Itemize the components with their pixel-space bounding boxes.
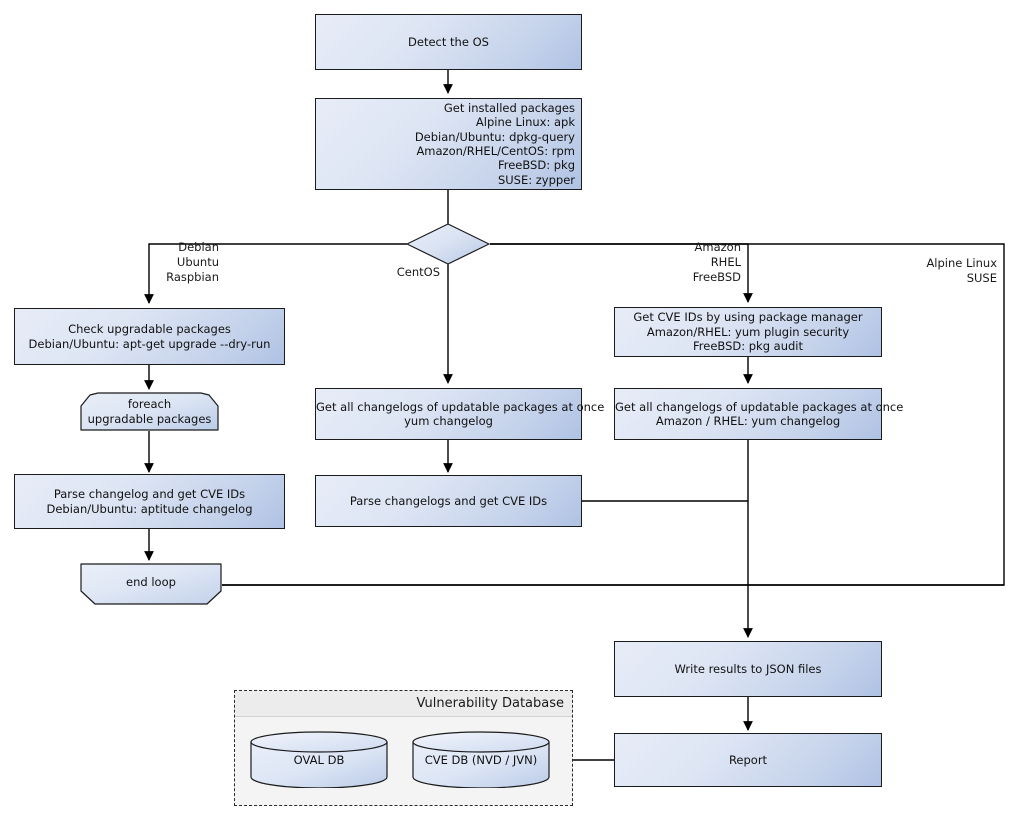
node-os-decision[interactable] <box>405 223 491 265</box>
node-parse-changelog-debian[interactable]: Parse changelog and get CVE IDs Debian/U… <box>14 474 285 529</box>
line: Alpine Linux: apk <box>475 115 575 130</box>
node-check-upgradable-packages[interactable]: Check upgradable packages Debian/Ubuntu:… <box>14 308 285 365</box>
line: Raspbian <box>166 270 219 284</box>
branch-label-debian: Debian Ubuntu Raspbian <box>59 240 219 285</box>
node-parse-changelogs-centos[interactable]: Parse changelogs and get CVE IDs <box>315 475 582 527</box>
db-cylinder-oval[interactable]: OVAL DB <box>250 731 388 788</box>
node-report-label: Report <box>728 752 768 767</box>
line: upgradable packages <box>87 411 212 426</box>
node-check-upgradable-packages-label: Check upgradable packages Debian/Ubuntu:… <box>15 322 284 351</box>
node-get-changelogs-centos-label: Get all changelogs of updatable packages… <box>316 399 605 429</box>
line: Get all changelogs of updatable packages… <box>316 399 605 414</box>
node-get-cve-ids-package-manager[interactable]: Get CVE IDs by using package manager Ama… <box>614 307 882 357</box>
line: Amazon / RHEL: yum changelog <box>655 414 841 428</box>
branch-label-amazon: Amazon RHEL FreeBSD <box>600 240 741 285</box>
line: Parse changelog and get CVE IDs <box>53 487 246 502</box>
line: foreach <box>127 397 172 412</box>
node-detect-os[interactable]: Detect the OS <box>315 14 582 70</box>
db-cylinder-cve[interactable]: CVE DB (NVD / JVN) <box>412 731 550 788</box>
line: Get CVE IDs by using package manager <box>633 310 863 325</box>
line: Amazon/RHEL: yum plugin security <box>646 324 850 339</box>
node-get-cve-ids-package-manager-label: Get CVE IDs by using package manager Ama… <box>615 310 881 353</box>
line: RHEL <box>710 255 741 269</box>
node-foreach-loop-start[interactable]: foreach upgradable packages <box>80 392 219 431</box>
node-write-results-json[interactable]: Write results to JSON files <box>614 641 882 697</box>
branch-label-alpine: Alpine Linux SUSE <box>850 256 997 286</box>
line: Debian/Ubuntu: dpkg-query <box>414 129 575 144</box>
line: Amazon/RHEL/CentOS: rpm <box>416 144 575 158</box>
line: Ubuntu <box>176 255 219 269</box>
line: Get all changelogs of updatable packages… <box>615 399 904 414</box>
line: Alpine Linux <box>926 256 997 270</box>
node-get-changelogs-rhel[interactable]: Get all changelogs of updatable packages… <box>614 388 904 440</box>
group-vulnerability-database-title: Vulnerability Database <box>235 691 572 717</box>
line: end loop <box>126 575 176 589</box>
branch-label-centos: CentOS <box>320 265 440 280</box>
line: Amazon <box>694 240 741 254</box>
line: FreeBSD <box>692 270 741 284</box>
db-cylinder-oval-label: OVAL DB <box>293 752 345 767</box>
line: Get installed packages <box>443 100 575 115</box>
node-foreach-loop-start-label: foreach upgradable packages <box>80 392 219 431</box>
line: FreeBSD: pkg audit <box>692 339 804 354</box>
node-parse-changelog-debian-label: Parse changelog and get CVE IDs Debian/U… <box>15 487 284 516</box>
line: SUSE <box>966 271 997 285</box>
line: Debian/Ubuntu: apt-get upgrade --dry-run <box>28 336 271 351</box>
line: SUSE: zypper <box>497 172 575 187</box>
node-end-loop-label: end loop <box>80 563 222 618</box>
node-get-changelogs-centos[interactable]: Get all changelogs of updatable packages… <box>315 388 605 440</box>
node-end-loop[interactable]: end loop <box>80 563 222 606</box>
db-cylinder-cve-label: CVE DB (NVD / JVN) <box>424 752 538 767</box>
node-get-installed-packages[interactable]: Get installed packages Alpine Linux: apk… <box>315 98 582 190</box>
line: Debian/Ubuntu: aptitude changelog <box>46 501 253 516</box>
line: Check upgradable packages <box>68 322 231 337</box>
line: CentOS <box>396 265 440 279</box>
line: Debian <box>178 240 219 254</box>
node-write-results-json-label: Write results to JSON files <box>674 661 822 676</box>
node-parse-changelogs-centos-label: Parse changelogs and get CVE IDs <box>349 493 548 508</box>
line: yum changelog <box>404 414 493 428</box>
node-report[interactable]: Report <box>614 733 882 787</box>
node-detect-os-label: Detect the OS <box>408 34 489 49</box>
node-get-changelogs-rhel-label: Get all changelogs of updatable packages… <box>615 399 904 429</box>
node-get-installed-packages-label: Get installed packages Alpine Linux: apk… <box>316 101 581 187</box>
line: FreeBSD: pkg <box>497 158 575 173</box>
